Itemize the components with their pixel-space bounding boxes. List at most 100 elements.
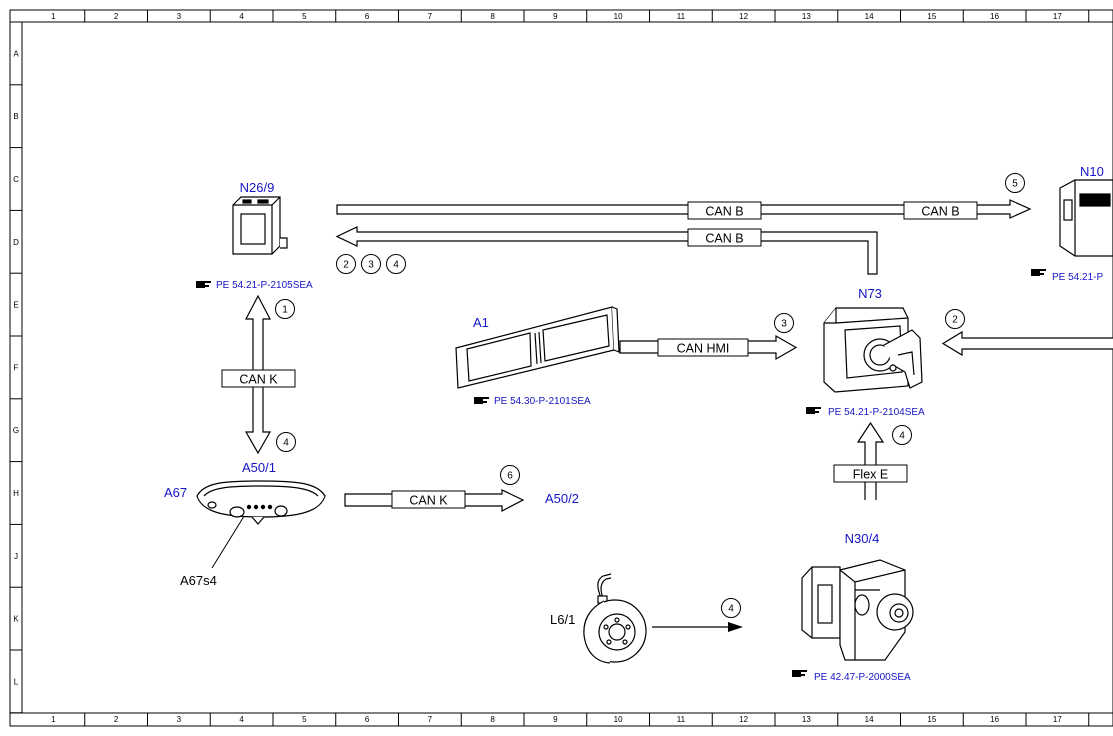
- row-label: L: [14, 677, 19, 686]
- drawing-frame: [9, 9, 1113, 727]
- a1-reference: PE 54.30-P-2101SEA: [494, 396, 591, 407]
- bus-label-text: CAN K: [409, 494, 448, 508]
- n10-code: N10: [1080, 164, 1104, 179]
- column-label: 14: [865, 12, 874, 21]
- bus-label-can-k-vertical: CAN K: [221, 369, 296, 388]
- n26-9-code: N26/9: [240, 180, 275, 195]
- row-label: H: [13, 489, 19, 498]
- a50-2-code: A50/2: [545, 491, 579, 506]
- row-label: F: [14, 363, 19, 372]
- column-label: 7: [428, 715, 433, 724]
- svg-text:4: 4: [393, 260, 399, 271]
- svg-text:6: 6: [507, 471, 513, 482]
- n26-9-module: [232, 196, 288, 255]
- column-label: 8: [490, 715, 495, 724]
- column-label: 3: [177, 12, 182, 21]
- n30-4-reference: PE 42.47-P-2000SEA: [814, 672, 911, 683]
- svg-text:4: 4: [899, 431, 905, 442]
- reference-icon: [792, 670, 807, 677]
- column-label: 11: [677, 12, 686, 21]
- n10-module: [1059, 179, 1113, 257]
- row-label: K: [13, 615, 19, 624]
- column-label: 1: [51, 12, 56, 21]
- step-marker-3: 3: [774, 313, 794, 333]
- column-label: 15: [927, 12, 936, 21]
- row-label: A: [13, 49, 19, 58]
- step-marker-3: 3: [361, 254, 381, 274]
- column-label: 16: [990, 12, 999, 21]
- row-label: G: [13, 426, 19, 435]
- reference-icon: [474, 397, 489, 404]
- a67s4-leader-line: [211, 512, 247, 569]
- a1-instrument-cluster: [455, 306, 620, 389]
- a1-code: A1: [473, 315, 489, 330]
- step-marker-5: 5: [1005, 173, 1025, 193]
- a67s4-code: A67s4: [180, 573, 217, 588]
- flex-e-line: [856, 421, 885, 500]
- column-label: 10: [614, 12, 623, 21]
- step-marker-4: 4: [721, 598, 741, 618]
- l6-1-code: L6/1: [550, 612, 575, 627]
- column-label: 8: [490, 12, 495, 21]
- row-label: E: [13, 301, 18, 310]
- n73-code: N73: [858, 286, 882, 301]
- bus-label-text: CAN B: [705, 232, 743, 246]
- column-label: 17: [1053, 715, 1062, 724]
- svg-text:1: 1: [282, 305, 288, 316]
- n73-reference: PE 54.21-P-2104SEA: [828, 407, 925, 418]
- column-label: 16: [990, 715, 999, 724]
- l6-1-wheel-speed-sensor: [583, 573, 647, 664]
- bus-label-text: CAN B: [705, 205, 743, 219]
- column-label: 3: [177, 715, 182, 724]
- reference-icon: [1031, 269, 1046, 276]
- signal-line-l6-1: [652, 622, 743, 632]
- column-label: 6: [365, 715, 370, 724]
- bus-label-can-b-right: CAN B: [903, 201, 978, 220]
- step-marker-4: 4: [892, 425, 912, 445]
- column-label: 2: [114, 715, 119, 724]
- column-label: 1: [51, 715, 56, 724]
- step-marker-1: 1: [275, 299, 295, 319]
- n30-4-code: N30/4: [845, 531, 880, 546]
- bus-label-can-b-top: CAN B: [687, 201, 762, 220]
- column-label: 14: [865, 715, 874, 724]
- bus-label-text: CAN B: [921, 205, 959, 219]
- reference-icon: [196, 281, 211, 288]
- a67-code: A67: [164, 485, 187, 500]
- column-label: 9: [553, 12, 558, 21]
- svg-text:3: 3: [368, 260, 374, 271]
- row-label: C: [13, 175, 19, 184]
- row-label: D: [13, 238, 19, 247]
- can-b-top-line: [336, 199, 1032, 219]
- column-label: 6: [365, 12, 370, 21]
- bus-label-can-b-return: CAN B: [687, 228, 762, 247]
- column-label: 12: [739, 715, 748, 724]
- column-grid-ticks: [84, 10, 1090, 726]
- step-marker-4: 4: [386, 254, 406, 274]
- column-label: 7: [428, 12, 433, 21]
- svg-text:2: 2: [952, 315, 958, 326]
- column-label: 10: [614, 715, 623, 724]
- column-label: 13: [802, 12, 811, 21]
- step-marker-2: 2: [945, 309, 965, 329]
- a50-1-code: A50/1: [242, 460, 276, 475]
- column-label: 4: [239, 12, 244, 21]
- bus-label-text: Flex E: [853, 468, 888, 482]
- svg-text:3: 3: [781, 319, 787, 330]
- n73-ignition-switch: [823, 307, 923, 393]
- bus-from-right-line: [941, 330, 1113, 357]
- can-b-return-line: [335, 226, 878, 275]
- column-label: 12: [739, 12, 748, 21]
- reference-icon: [806, 407, 821, 414]
- column-label: 5: [302, 715, 307, 724]
- bus-label-can-hmi: CAN HMI: [657, 338, 749, 357]
- row-label: B: [13, 112, 18, 121]
- n30-4-esp-unit: [801, 559, 914, 661]
- svg-text:2: 2: [343, 260, 349, 271]
- bus-label-text: CAN HMI: [677, 342, 730, 356]
- n26-9-reference: PE 54.21-P-2105SEA: [216, 280, 313, 291]
- column-label: 2: [114, 12, 119, 21]
